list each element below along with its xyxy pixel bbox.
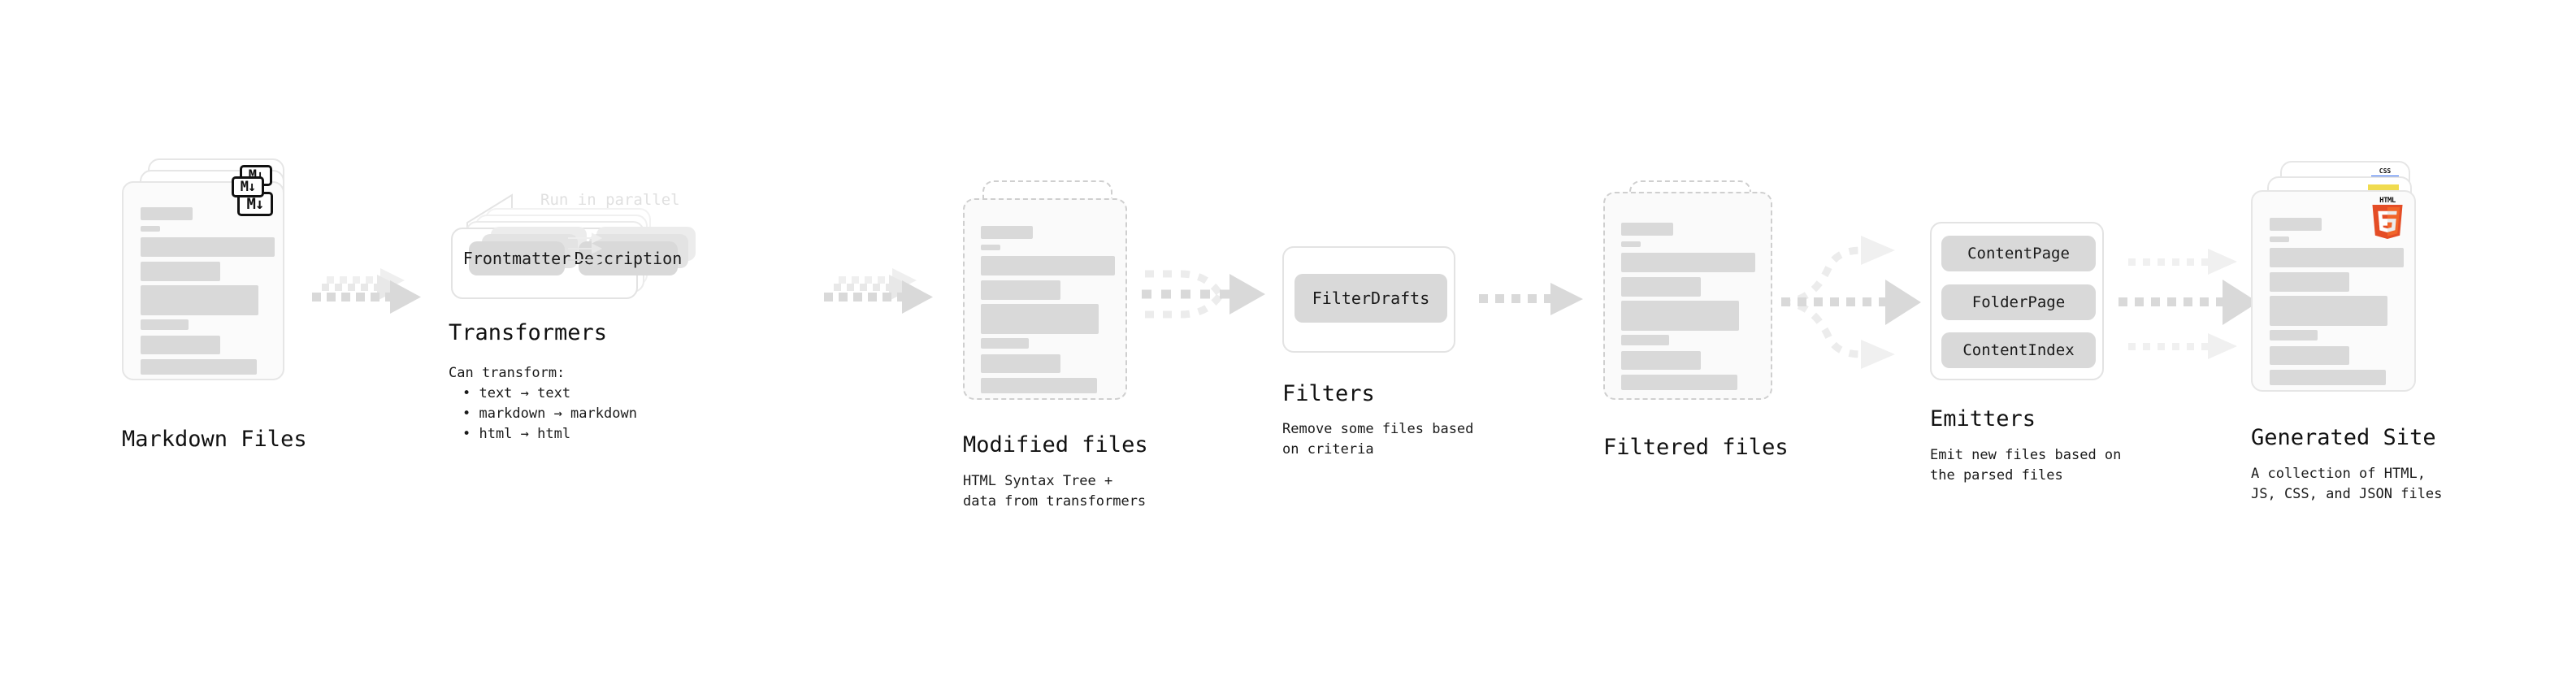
stage-label-transformers: Transformers	[449, 320, 608, 345]
skeleton-bar	[2270, 236, 2289, 242]
site-card-front-html: HTML	[2251, 190, 2416, 392]
markdown-card-front: M↓	[122, 181, 284, 380]
modified-card-front	[963, 198, 1127, 400]
transformers-description: Can transform:	[449, 365, 566, 381]
transformers-bullet-1: • text → text	[462, 385, 571, 401]
chip-folderpage[interactable]: FolderPage	[1941, 284, 2096, 320]
skeleton-bar	[2270, 272, 2349, 292]
stage-label-filters: Filters	[1282, 381, 1375, 406]
skeleton-bar	[2270, 218, 2322, 231]
chip-filterdrafts[interactable]: FilterDrafts	[1295, 274, 1447, 323]
emitters-box: ContentPage FolderPage ContentIndex	[1930, 222, 2104, 380]
filters-box: FilterDrafts	[1282, 246, 1455, 353]
skeleton-bar	[981, 226, 1033, 239]
skeleton-bar	[981, 378, 1097, 393]
stage-filtered-files: Filtered files	[1603, 180, 1789, 460]
skeleton-bar	[1621, 223, 1673, 236]
skeleton-bar	[141, 319, 189, 330]
arrow-transformers-to-modified	[824, 268, 933, 314]
filters-desc-1: Remove some files based	[1282, 421, 1474, 437]
skeleton-bar	[141, 226, 160, 232]
skeleton-bar	[1621, 351, 1701, 370]
filtered-card-front	[1603, 192, 1772, 400]
skeleton-bar	[141, 359, 257, 375]
transformers-bullet-3: • html → html	[462, 426, 571, 442]
chip-contentpage[interactable]: ContentPage	[1941, 236, 2096, 271]
stage-modified-files: Modified files HTML Syntax Tree + data f…	[963, 180, 1148, 510]
arrow-filtered-to-emitters	[1780, 236, 1921, 369]
skeleton-bar	[981, 304, 1099, 334]
run-in-parallel-label: Run in parallel	[540, 191, 680, 209]
site-card-stack: CSS HTML	[2251, 161, 2438, 397]
arrow-markdown-to-transformers	[312, 268, 421, 314]
html5-badge: HTML	[2370, 197, 2405, 239]
stage-generated-site: CSS HTML	[2251, 161, 2442, 502]
stage-label-filtered-files: Filtered files	[1603, 435, 1789, 460]
chip-contentindex[interactable]: ContentIndex	[1941, 332, 2096, 368]
modified-card-stack	[963, 180, 1142, 408]
skeleton-bar	[2270, 346, 2349, 365]
generated-site-desc-2: JS, CSS, and JSON files	[2251, 486, 2443, 502]
stage-label-markdown-files: Markdown Files	[122, 427, 307, 452]
skeleton-bar	[2270, 248, 2404, 267]
skeleton-bar	[981, 338, 1029, 349]
transformer-internal-arrows	[568, 232, 606, 267]
skeleton-bar	[2270, 330, 2318, 340]
skeleton-bar	[2270, 370, 2386, 385]
markdown-badge-ghost-1: M↓	[232, 176, 264, 197]
transformers-bullet-2: • markdown → markdown	[462, 406, 637, 422]
generated-site-desc-1: A collection of HTML,	[2251, 466, 2426, 482]
skeleton-bar	[1621, 277, 1701, 297]
markdown-card-stack: M↓ M↓ M↓	[122, 158, 309, 394]
modified-files-desc-2: data from transformers	[963, 493, 1147, 510]
skeleton-bar	[1621, 375, 1737, 390]
skeleton-bar	[2270, 296, 2387, 326]
chip-frontmatter[interactable]: Frontmatter	[463, 241, 570, 275]
skeleton-bar	[141, 262, 220, 281]
stage-label-modified-files: Modified files	[963, 432, 1148, 458]
modified-files-desc-1: HTML Syntax Tree +	[963, 473, 1113, 489]
emitters-desc-1: Emit new files based on	[1930, 447, 2122, 463]
stage-label-generated-site: Generated Site	[2251, 425, 2436, 450]
filtered-card-stack	[1603, 180, 1782, 408]
skeleton-bar	[1621, 241, 1641, 247]
filters-desc-2: on criteria	[1282, 441, 1374, 458]
emitters-desc-2: the parsed files	[1930, 467, 2063, 484]
skeleton-bar	[981, 256, 1115, 275]
css-badge-label: CSS	[2379, 167, 2392, 175]
skeleton-bar	[141, 336, 220, 354]
skeleton-bar	[141, 237, 275, 257]
skeleton-bar	[1621, 335, 1669, 345]
skeleton-bar	[981, 354, 1060, 373]
skeleton-bar	[981, 245, 1000, 250]
html5-badge-label: HTML	[2379, 197, 2396, 205]
arrow-emitters-to-site	[2118, 249, 2258, 359]
arrow-modified-to-filters	[1142, 270, 1265, 319]
skeleton-bar	[981, 280, 1060, 300]
skeleton-bar	[1621, 253, 1755, 272]
stage-label-emitters: Emitters	[1930, 406, 2036, 432]
skeleton-bar	[141, 285, 258, 315]
skeleton-bar	[1621, 301, 1739, 331]
stage-markdown-files: M↓ M↓ M↓ Markdown Files	[122, 158, 309, 452]
arrow-filters-to-filtered	[1479, 283, 1583, 315]
skeleton-bar	[141, 207, 193, 220]
